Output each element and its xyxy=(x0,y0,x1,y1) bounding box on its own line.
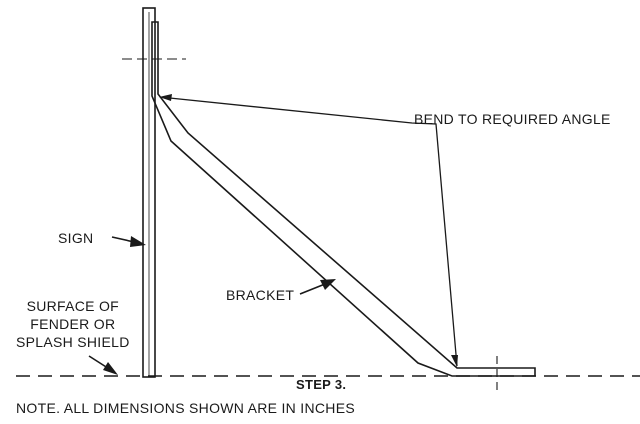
surface-label-line1: SURFACE OF xyxy=(26,298,120,314)
bend-arrowhead-upper xyxy=(159,94,172,101)
bracket-label: BRACKET xyxy=(226,287,295,303)
bend-label: BEND TO REQUIRED ANGLE xyxy=(414,111,611,127)
surface-label: SURFACE OF FENDER OR SPLASH SHIELD xyxy=(16,297,130,351)
surface-label-line2: FENDER OR xyxy=(30,316,116,332)
bracket-body xyxy=(151,21,536,377)
bend-leader xyxy=(159,96,458,367)
surface-arrowhead xyxy=(103,362,118,375)
sign-label: SIGN xyxy=(58,230,94,246)
bracket-arrowhead xyxy=(320,279,336,290)
step-caption: STEP 3. xyxy=(296,377,347,392)
sign-plate xyxy=(142,7,156,378)
bend-arrowhead-lower xyxy=(451,355,458,367)
sign-arrowhead xyxy=(130,236,146,247)
surface-label-line3: SPLASH SHIELD xyxy=(16,334,130,350)
dimension-note: NOTE. ALL DIMENSIONS SHOWN ARE IN INCHES xyxy=(16,400,355,416)
